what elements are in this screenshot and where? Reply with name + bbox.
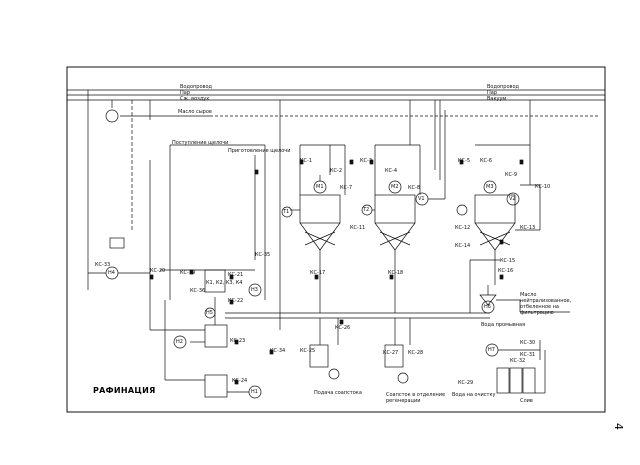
- label-m1: М1: [316, 184, 324, 190]
- pump-separator-1: [328, 368, 340, 380]
- mixer-1-box: [204, 269, 226, 293]
- v2-gauge: [506, 192, 520, 206]
- reactor-3: [456, 180, 516, 262]
- tag-23: КС-23: [230, 338, 246, 344]
- tag-28: КС-28: [408, 350, 424, 356]
- label-washwater: Вода промывная: [481, 322, 526, 328]
- label-filter-out: Масло нейтрализованное, отбеленное на фи…: [520, 292, 572, 316]
- label-soapstock: Подача соапстока: [314, 390, 362, 396]
- motor-top-left: [105, 109, 119, 123]
- label-equipment: К1, К2, К3, К4: [206, 280, 243, 286]
- supply-header-air: Сж. воздух: [180, 96, 210, 102]
- separator-2: [384, 344, 404, 368]
- drawing-frame: [66, 66, 606, 413]
- label-m3: М3: [486, 184, 494, 190]
- label-lye-in: Поступление щелочи: [172, 140, 229, 146]
- tag-34: КС-34: [270, 348, 286, 354]
- mixer-3-box: [204, 374, 228, 398]
- label-h7: Н7: [488, 347, 495, 353]
- label-h1: Н1: [251, 389, 258, 395]
- tag-3: КС-3: [360, 158, 373, 164]
- diagram-title: РАФИНАЦИЯ: [93, 386, 156, 395]
- tag-8: КС-8: [408, 185, 421, 191]
- tag-19: КС-19: [180, 270, 196, 276]
- tag-10: КС-10: [535, 184, 551, 190]
- tag-33: КС-33: [95, 262, 111, 268]
- tag-25: КС-25: [300, 348, 316, 354]
- tag-17: КС-17: [310, 270, 326, 276]
- tag-30: КС-30: [520, 340, 536, 346]
- pump-h2: [173, 335, 187, 349]
- tag-16: КС-16: [498, 268, 514, 274]
- label-v2: V2: [509, 196, 516, 202]
- tag-6: КС-6: [480, 158, 493, 164]
- tag-7: КС-7: [340, 185, 353, 191]
- label-soapstock-reg: Соапсток в отделение регенерации: [386, 392, 446, 404]
- label-drain: Слив: [520, 398, 533, 404]
- label-h2: Н2: [176, 339, 183, 345]
- tag-22: КС-22: [228, 298, 244, 304]
- label-h6: Н6: [484, 304, 491, 310]
- label-cleaning: Вода на очистку: [452, 392, 496, 398]
- valve-markers: [149, 159, 524, 385]
- tag-12: КС-12: [455, 225, 471, 231]
- tag-29: КС-29: [458, 380, 474, 386]
- collection-tank-1: [496, 367, 510, 394]
- tag-26: КС-26: [335, 325, 351, 331]
- supply-right-steam: Пар: [487, 90, 497, 96]
- label-h3: Н3: [251, 287, 258, 293]
- pump-separator-2: [397, 372, 409, 384]
- tag-9: КС-9: [505, 172, 518, 178]
- pump-h3: [248, 283, 262, 297]
- tag-11: КС-11: [350, 225, 366, 231]
- tag-15: КС-15: [500, 258, 516, 264]
- tag-21: КС-21: [228, 272, 244, 278]
- tag-32: КС-32: [510, 358, 526, 364]
- lye-tank: [109, 237, 125, 249]
- tag-20: КС-20: [150, 268, 166, 274]
- supply-header-oil: Масло сырое: [178, 109, 212, 115]
- label-t1: Т1: [283, 209, 290, 215]
- collection-tank-3: [522, 367, 536, 394]
- tag-1: КС-1: [300, 158, 313, 164]
- tag-36: КС-36: [190, 288, 206, 294]
- separator-1: [309, 344, 329, 368]
- mixer-2-box: [204, 324, 228, 348]
- tag-13: КС-13: [520, 225, 536, 231]
- tag-18: КС-18: [388, 270, 404, 276]
- label-v1: V1: [418, 196, 425, 202]
- tag-4: КС-4: [385, 168, 398, 174]
- label-lye-prep: Приготовление щелочи: [228, 148, 291, 154]
- supply-header-water: Водопровод: [180, 84, 212, 90]
- label-h4: Н4: [108, 270, 115, 276]
- tag-24: КС-24: [232, 378, 248, 384]
- supply-header-steam: Пар: [180, 90, 190, 96]
- label-m2: М2: [391, 184, 399, 190]
- tag-14: КС-14: [455, 243, 471, 249]
- tag-31: КС-31: [520, 352, 536, 358]
- page-number: 4: [612, 423, 625, 430]
- supply-right-water: Водопровод: [487, 84, 519, 90]
- supply-right-vacuum: Вакуум: [487, 96, 507, 102]
- collection-tank-2: [509, 367, 523, 394]
- tag-27: КС-27: [383, 350, 399, 356]
- tag-2: КС-2: [330, 168, 343, 174]
- label-t2: Т2: [363, 207, 370, 213]
- label-h5: Н5: [206, 310, 213, 316]
- tag-5: КС-5: [458, 158, 471, 164]
- reactor-2: [361, 180, 416, 262]
- reactor-1: [281, 175, 341, 262]
- supply-lines: [67, 89, 605, 117]
- pump-h6: [481, 300, 495, 314]
- tag-35: КС-35: [255, 252, 271, 258]
